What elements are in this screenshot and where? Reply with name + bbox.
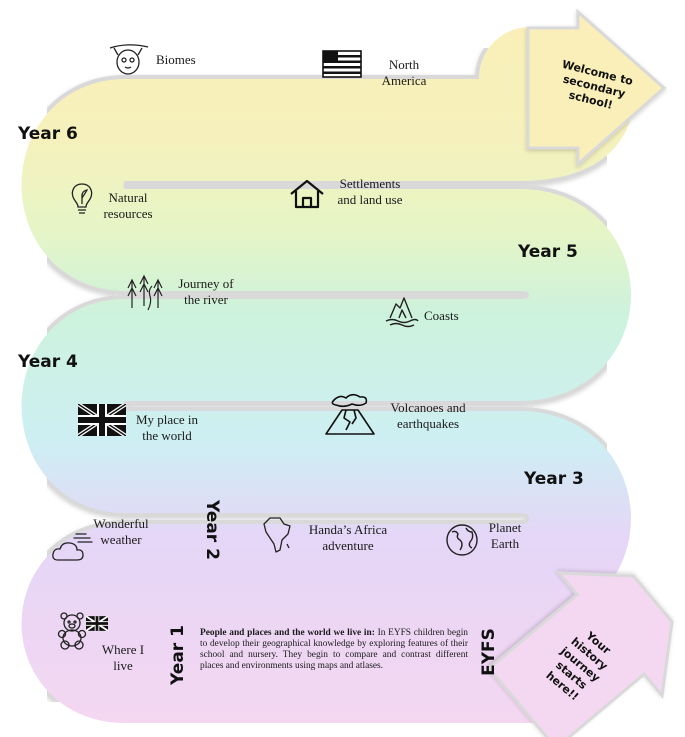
union-jack-icon xyxy=(78,404,126,436)
eyfs-heading: People and places and the world we live … xyxy=(200,628,375,638)
topic-line: the world xyxy=(142,428,192,443)
topic-biomes: Biomes xyxy=(156,52,196,67)
cloud-wind-icon xyxy=(52,533,93,561)
topic-line: My place in xyxy=(135,412,199,427)
topic-line: earthquakes xyxy=(396,416,460,431)
topic-north-america: North America xyxy=(368,57,440,89)
small-union-jack-icon xyxy=(86,616,108,631)
year4-label: Year 4 xyxy=(18,352,78,372)
year1-label: Year 1 xyxy=(167,625,188,685)
topic-weather: Wonderful weather xyxy=(88,516,154,548)
topic-where-i-live: Where I live xyxy=(94,642,152,674)
iceberg-icon xyxy=(385,297,419,328)
topic-line: America xyxy=(381,73,427,88)
topic-my-place: My place in the world xyxy=(128,412,206,444)
topic-line: Handa’s Africa xyxy=(308,522,388,537)
teddy-bear-icon xyxy=(57,612,87,650)
topic-line: Settlements xyxy=(339,176,401,191)
topic-natural-resources: Natural resources xyxy=(96,190,160,222)
topic-line: Journey of xyxy=(178,276,234,291)
topic-line: North xyxy=(388,57,420,72)
topic-journey-river: Journey of the river xyxy=(170,276,242,308)
topic-line: Planet xyxy=(488,520,522,535)
year3-label: Year 3 xyxy=(524,469,584,489)
topic-line: and land use xyxy=(337,192,403,207)
topic-line: Where I xyxy=(101,642,145,657)
topic-settlements: Settlements and land use xyxy=(328,176,412,208)
start-arrow xyxy=(487,571,674,737)
topic-volcanoes: Volcanoes and earthquakes xyxy=(380,400,476,432)
eyfs-description: People and places and the world we live … xyxy=(200,628,468,672)
road-fill xyxy=(21,27,633,723)
year2-label: Year 2 xyxy=(201,500,222,560)
topic-planet-earth: Planet Earth xyxy=(480,520,530,552)
year6-label: Year 6 xyxy=(18,124,78,144)
volcano-icon xyxy=(325,393,375,435)
sloth-icon xyxy=(109,44,149,75)
lightbulb-leaf-icon xyxy=(71,183,93,214)
topic-line: weather xyxy=(100,532,142,547)
year5-label: Year 5 xyxy=(518,242,578,262)
africa-map-icon xyxy=(263,517,291,553)
topic-line: Natural xyxy=(108,190,148,205)
house-icon xyxy=(290,179,324,209)
topic-coasts: Coasts xyxy=(424,308,459,323)
topic-line: the river xyxy=(184,292,228,307)
usa-flag-icon xyxy=(322,50,362,78)
eyfs-body: In EYFS children begin to develop their … xyxy=(200,628,468,671)
topic-line: adventure xyxy=(322,538,374,553)
topic-line: Wonderful xyxy=(93,516,149,531)
topic-line: Earth xyxy=(490,536,520,551)
topic-line: Volcanoes and xyxy=(390,400,466,415)
eyfs-label: EYFS xyxy=(478,628,499,676)
globe-icon xyxy=(446,524,478,556)
topic-handa: Handa’s Africa adventure xyxy=(296,522,400,554)
topic-line: live xyxy=(113,658,133,673)
forest-river-icon xyxy=(127,274,163,311)
topic-line: resources xyxy=(103,206,153,221)
